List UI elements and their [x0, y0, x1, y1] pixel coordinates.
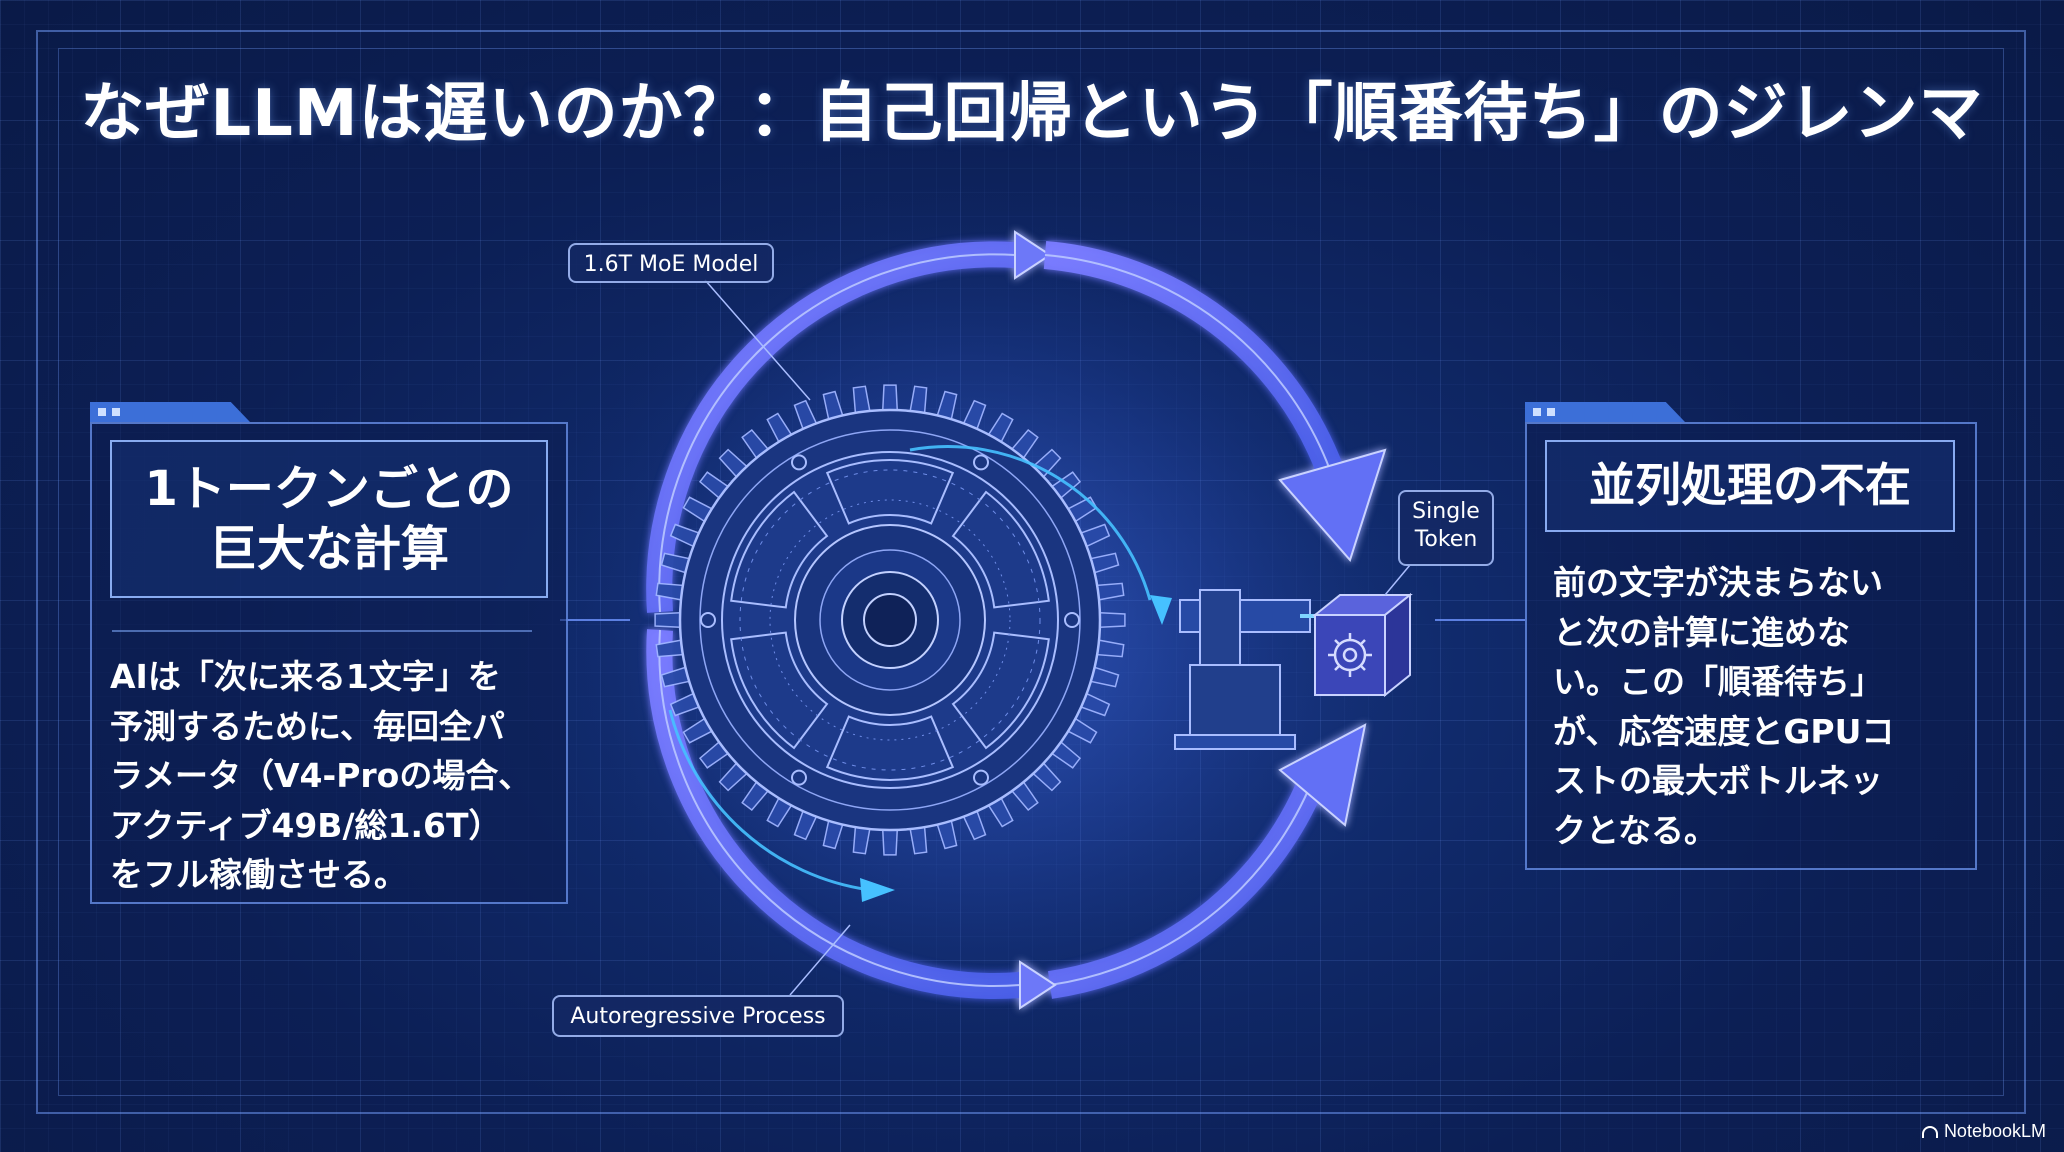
gear-spoke-window: [951, 490, 1050, 609]
token-label-line2: Token: [1414, 526, 1478, 552]
gear-bolt: [791, 769, 807, 786]
outer-frame: [36, 30, 2026, 1114]
right-heading: 並列処理の不在: [1589, 458, 1911, 513]
right-panel-body: 前の文字が決まらない と次の計算に進めな い。この「順番待ち」 が、応答速度とG…: [1553, 558, 1963, 855]
left-panel-heading: 1トークンごとの 巨大な計算: [110, 440, 548, 598]
brand-watermark: NotebookLM: [1921, 1121, 2046, 1142]
model-callout: 1.6T MoE Model: [568, 243, 774, 283]
gear-spoke-window: [825, 459, 955, 525]
right-body-line: と次の計算に進めな: [1553, 612, 1850, 652]
token-cube-icon: [1312, 592, 1413, 698]
right-panel-tab: [1525, 402, 1685, 422]
right-body-line: ストの最大ボトルネッ: [1553, 761, 1883, 800]
token-callout: Single Token: [1398, 490, 1494, 566]
left-body-line: をフル稼働させる。: [110, 855, 407, 894]
process-callout: Autoregressive Process: [552, 995, 844, 1037]
right-body-line: が、応答速度とGPUコ: [1553, 711, 1895, 751]
gear-spoke-window: [730, 490, 829, 609]
model-leader-line: [704, 279, 811, 401]
gear-bolt: [700, 612, 716, 628]
gear-icon: [654, 384, 1172, 902]
gear-spoke-window: [825, 715, 955, 781]
left-heading-line2: 巨大な計算: [208, 521, 449, 577]
gear-bolt: [973, 769, 989, 786]
gear-spoke-window: [951, 631, 1050, 750]
gear-bolt: [791, 454, 807, 471]
process-leader-line: [789, 924, 851, 996]
process-label: Autoregressive Process: [570, 1004, 826, 1029]
left-body-line: AIは「次に来る1文字」を: [110, 657, 501, 696]
left-heading-line1: 1トークンごとの: [144, 461, 514, 517]
gear-spoke-window: [730, 631, 829, 750]
left-body-line: アクティブ49B/総1.6T）: [110, 805, 502, 845]
token-leader-line: [1384, 564, 1411, 596]
left-panel-body: AIは「次に来る1文字」を 予測するために、毎回全パ ラメータ（V4-Proの場…: [110, 652, 560, 900]
model-label: 1.6T MoE Model: [583, 252, 759, 277]
gear-bolt: [1064, 612, 1080, 628]
cycle-arrows-icon: [646, 230, 1387, 1010]
left-panel-divider: [112, 630, 532, 632]
right-body-line: い。この「順番待ち」: [1553, 662, 1883, 701]
right-panel-heading: 並列処理の不在: [1545, 440, 1955, 532]
right-body-line: 前の文字が決まらない: [1553, 563, 1883, 602]
brand-label: NotebookLM: [1943, 1121, 2046, 1141]
token-label-line1: Single: [1412, 499, 1480, 524]
notebooklm-logo-icon: [1921, 1125, 1938, 1138]
left-panel-tab: [90, 402, 250, 422]
page-title: なぜLLMは遅いのか？：自己回帰という「順番待ち」のジレンマ: [80, 77, 1984, 151]
gear-shaft: [1174, 589, 1330, 750]
left-body-line: ラメータ（V4-Proの場合、: [110, 756, 532, 795]
left-body-line: 予測するために、毎回全パ: [110, 706, 506, 746]
right-body-line: クとなる。: [1553, 810, 1718, 850]
inner-frame: [58, 48, 2004, 1096]
gear-bolt: [973, 454, 989, 471]
